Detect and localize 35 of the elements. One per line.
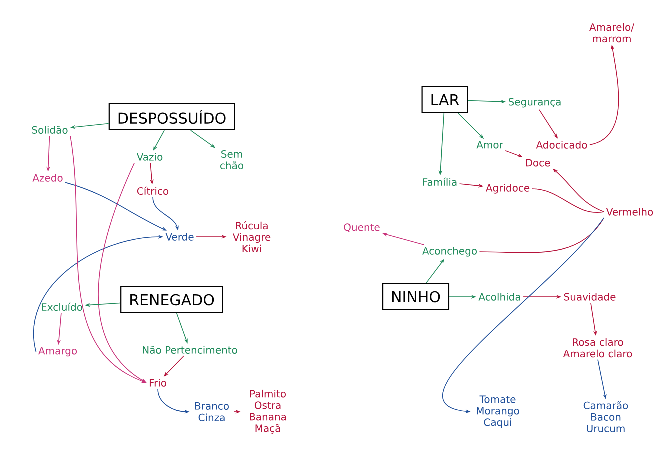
word-label: Vazio [136,153,163,161]
concept-box: NINHO [382,283,450,311]
word-label: Frio [150,379,166,387]
word-label: Cítrico [137,186,169,196]
connector-line [479,218,605,254]
word-label: Amargo [38,347,78,357]
word-label: Solidão [32,126,68,134]
word-label: Amor [476,141,504,149]
word-label: Suavidade [564,293,616,301]
word-label: Agridoce [486,184,530,194]
word-label: Não Pertencimento [143,346,238,354]
concept-box: LAR [422,86,468,114]
word-label: Branco Cinza [195,402,229,422]
concept-box: DESPOSSUÍDO [108,103,236,131]
word-label: Quente [344,224,380,232]
word-label: Aconchego [422,247,477,257]
word-label: Vermelho [606,208,654,216]
connector-line [532,188,605,214]
word-label: Adocicado [536,141,588,149]
word-label: Segurança [508,98,561,108]
concept-box: RENEGADO [120,286,224,314]
word-label: Amarelo/ marrom [590,23,635,43]
word-label: Rosa claro Amarelo claro [563,338,632,358]
word-label: Azedo [32,174,63,182]
word-label: Doce [526,159,550,167]
word-label: Excluído [42,302,82,312]
word-label: Verde [166,233,194,241]
word-label: Acolhida [478,293,520,301]
word-label: Palmito Ostra Banana Maçã [250,390,286,434]
word-label: Rúcula Vinagre Kiwi [232,222,271,252]
word-label: Sem chão [220,150,244,170]
arrow [443,218,605,414]
word-label: Tomate Morango Caqui [477,396,520,428]
word-label: Camarão Bacon Urucum [584,402,628,432]
word-label: Família [423,178,457,186]
